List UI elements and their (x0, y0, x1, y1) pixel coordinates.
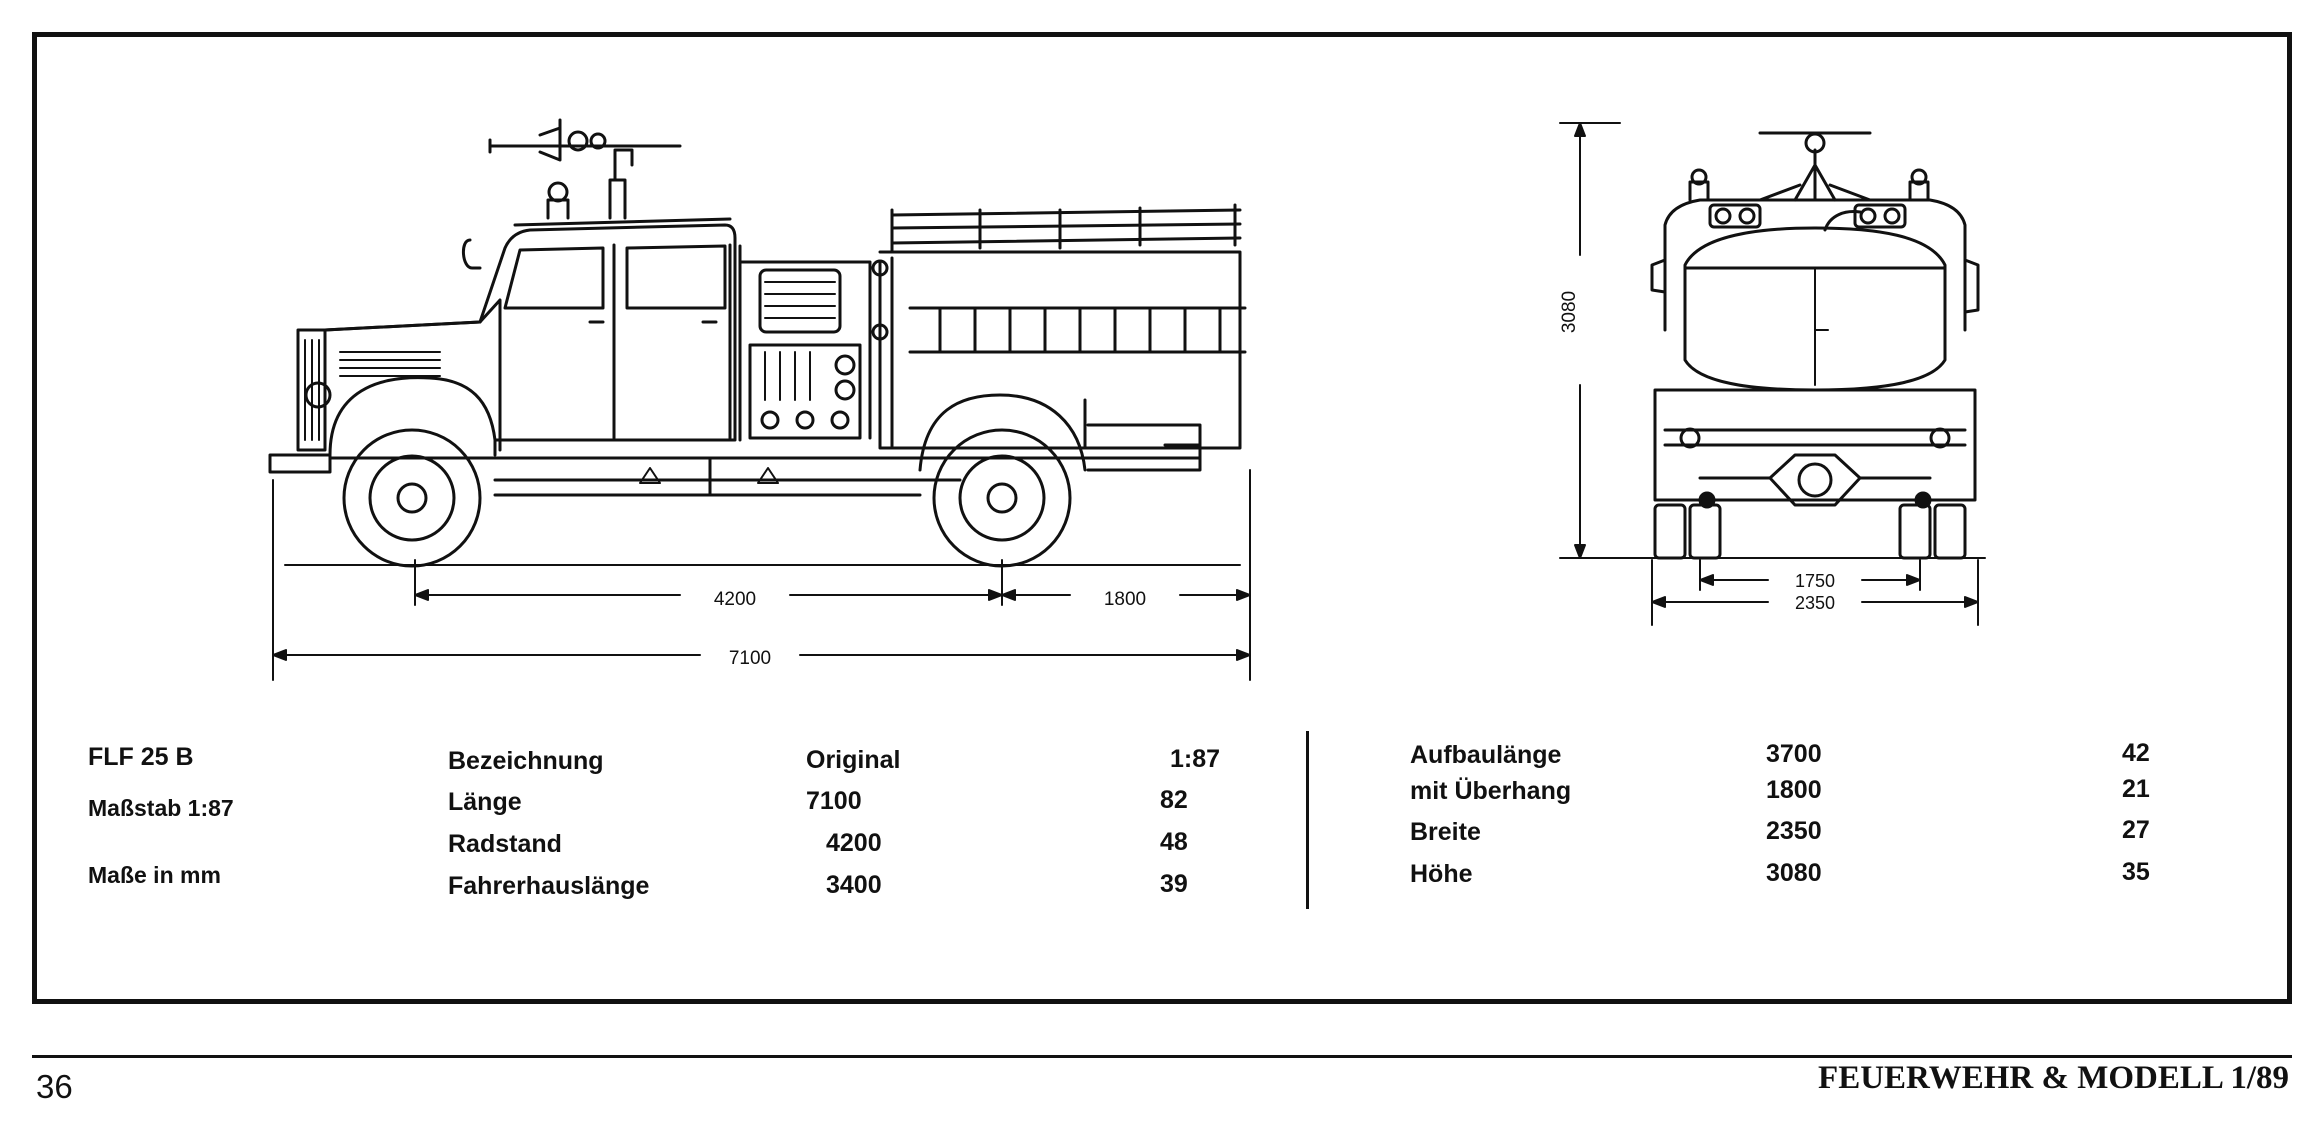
side-view-truck (268, 118, 1247, 568)
scale-note: Maßstab 1:87 (88, 795, 234, 821)
dim-track: 1750 (1795, 571, 1835, 591)
table-row-scale: 48 (1160, 828, 1188, 856)
dim-height: 3080 (1559, 291, 1580, 333)
page-number: 36 (36, 1068, 73, 1105)
right-row-label: mit Überhang (1410, 777, 1572, 805)
table-row-scale: 82 (1160, 786, 1188, 814)
table-row-original: 3400 (826, 871, 882, 899)
rear-view-truck (1569, 131, 1986, 560)
magazine-title: FEUERWEHR & MODELL 1/89 (1818, 1060, 2289, 1096)
table-divider (1306, 731, 1309, 909)
table-row-original: 7100 (806, 787, 862, 815)
right-row-scale: 42 (2122, 739, 2150, 767)
model-name: FLF 25 B (88, 743, 194, 771)
right-row-original: 1800 (1766, 776, 1822, 804)
table-row-label: Fahrerhauslänge (448, 872, 650, 900)
right-row-label: Aufbaulänge (1410, 741, 1562, 769)
right-row-original: 3700 (1766, 740, 1822, 768)
right-row-label: Breite (1410, 818, 1481, 846)
table-row-scale: 39 (1160, 870, 1188, 898)
table-header-label: Bezeichnung (448, 747, 604, 775)
right-row-original: 3080 (1766, 859, 1822, 887)
drawing-frame (32, 32, 2292, 1004)
right-row-original: 2350 (1766, 817, 1822, 845)
right-row-scale: 21 (2122, 775, 2150, 803)
table-row-label: Radstand (448, 830, 562, 858)
rear-view-dimensions (1559, 122, 1979, 626)
table-header-scale: 1:87 (1170, 745, 1221, 773)
dim-rear-overhang: 1800 (1104, 589, 1146, 610)
dim-width: 2350 (1795, 593, 1835, 613)
side-view-dimensions (272, 469, 1251, 681)
footer-rule (32, 1055, 2292, 1058)
table-header-original: Original (806, 746, 901, 774)
table-row-label: Länge (448, 788, 522, 816)
right-row-scale: 35 (2122, 858, 2150, 886)
table-row-original: 4200 (826, 829, 882, 857)
units-note: Maße in mm (88, 862, 221, 888)
dim-overall-length: 7100 (729, 648, 771, 669)
right-row-label: Höhe (1410, 860, 1473, 888)
dim-wheelbase: 4200 (714, 589, 756, 610)
right-row-scale: 27 (2122, 816, 2150, 844)
